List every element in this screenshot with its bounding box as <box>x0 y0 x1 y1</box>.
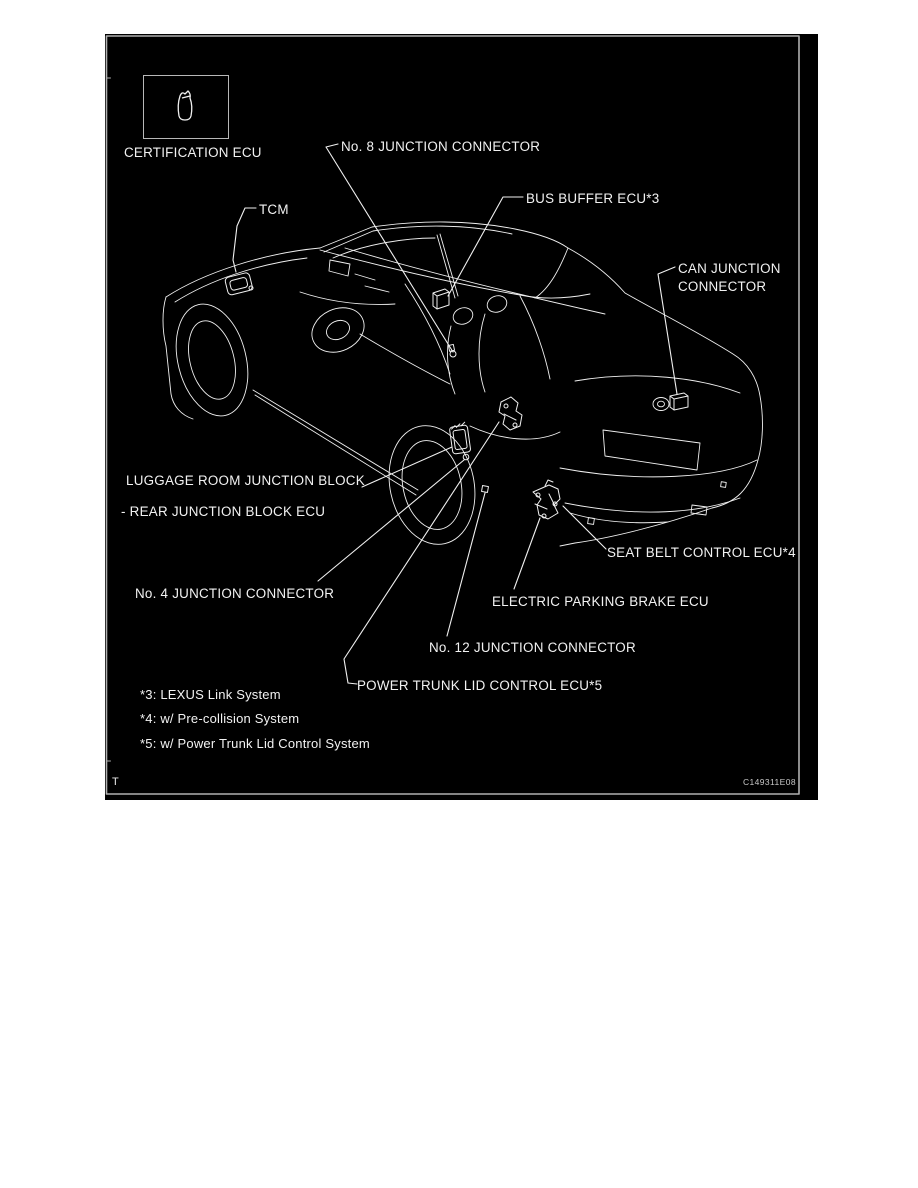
footnote-3: *3: LEXUS Link System <box>140 687 281 702</box>
corner-mark: T <box>112 776 119 788</box>
footnote-4: *4: w/ Pre-collision System <box>140 711 300 726</box>
label-luggage-room-junction-block: LUGGAGE ROOM JUNCTION BLOCK <box>126 473 365 488</box>
label-tcm: TCM <box>259 202 289 217</box>
vehicle-line-art <box>105 35 800 795</box>
label-bus-buffer-ecu: BUS BUFFER ECU*3 <box>526 191 660 206</box>
leader-lines <box>232 143 678 685</box>
tcm-ecu-marker <box>224 272 254 296</box>
power-trunk-ecu-marker <box>498 396 523 431</box>
label-rear-junction-block-ecu: - REAR JUNCTION BLOCK ECU <box>121 504 326 519</box>
label-no8-junction-connector: No. 8 JUNCTION CONNECTOR <box>341 139 541 154</box>
label-seat-belt-control-ecu: SEAT BELT CONTROL ECU*4 <box>607 545 796 560</box>
luggage-room-junction-block-marker <box>449 421 471 455</box>
label-can-junction-line2: CONNECTOR <box>678 279 767 294</box>
label-electric-parking-brake-ecu: ELECTRIC PARKING BRAKE ECU <box>492 594 709 609</box>
label-can-junction-connector: CAN JUNCTION CONNECTOR <box>678 260 781 296</box>
certification-ecu-box <box>143 75 229 139</box>
label-can-junction-line1: CAN JUNCTION <box>678 261 781 276</box>
bus-buffer-ecu-marker <box>432 288 450 310</box>
can-junction-connector-marker <box>669 392 689 411</box>
label-power-trunk-lid-control-ecu: POWER TRUNK LID CONTROL ECU*5 <box>357 678 603 693</box>
figure-frame: CERTIFICATION ECU No. 8 JUNCTION CONNECT… <box>105 34 818 800</box>
no4-junction-connector-marker <box>462 453 470 461</box>
label-no4-junction-connector: No. 4 JUNCTION CONNECTOR <box>135 586 335 601</box>
label-certification-ecu: CERTIFICATION ECU <box>124 145 262 160</box>
footnote-5: *5: w/ Power Trunk Lid Control System <box>140 736 370 751</box>
seat-belt-epb-ecu-marker <box>532 479 561 520</box>
label-no12-junction-connector: No. 12 JUNCTION CONNECTOR <box>429 640 636 655</box>
figure-code: C149311E08 <box>743 777 796 787</box>
connector-icon <box>177 90 193 121</box>
no12-junction-connector-marker <box>481 485 489 493</box>
frame-border <box>105 35 800 795</box>
